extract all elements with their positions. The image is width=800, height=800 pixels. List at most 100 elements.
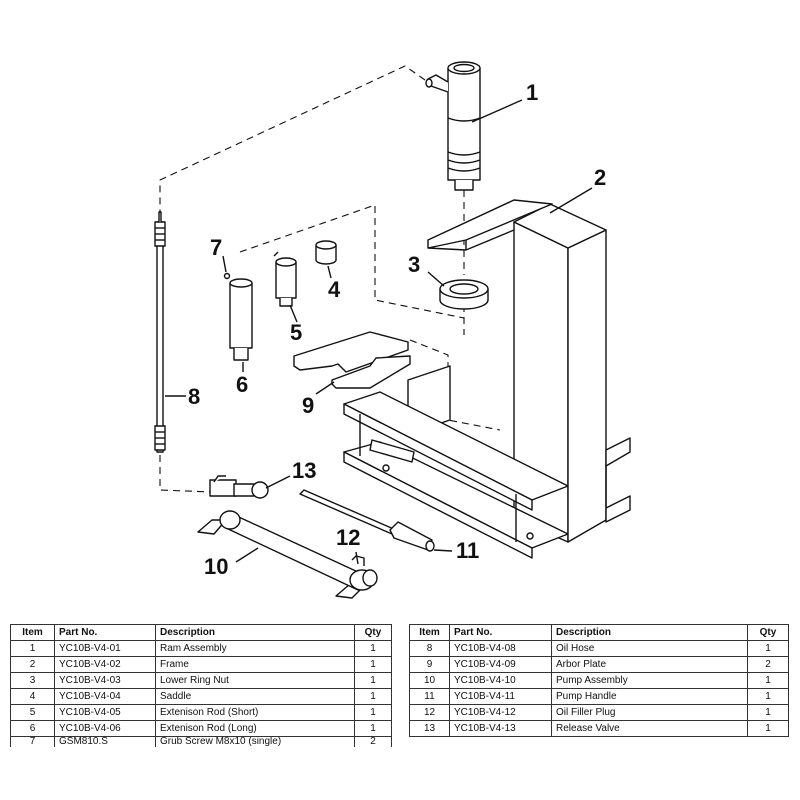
parts-table-left: Item Part No. Description Qty 1 YC10B-V4… [10, 624, 392, 747]
oil-hose [154, 211, 166, 453]
cell-description: Release Valve [551, 720, 748, 737]
cell-qty: 1 [747, 688, 789, 705]
extension-rod-long [229, 278, 253, 361]
extension-rod-short [273, 251, 297, 307]
ram-assembly [425, 61, 481, 191]
callout-5: 5 [290, 320, 302, 345]
cell-item: 1 [10, 640, 55, 657]
table-row: 5 YC10B-V4-05 Extenison Rod (Short) 1 [10, 704, 392, 721]
callout-1: 1 [526, 80, 538, 105]
cell-item: 13 [409, 720, 450, 737]
cell-qty: 1 [354, 656, 392, 673]
header-item: Item [409, 624, 450, 641]
pump-handle [299, 489, 435, 552]
cell-description: Oil Hose [551, 640, 748, 657]
callout-2: 2 [594, 165, 606, 190]
cell-description: Oil Filler Plug [551, 704, 748, 721]
cell-part-no: YC10B-V4-10 [449, 672, 552, 689]
cell-qty: 1 [354, 672, 392, 689]
header-description: Description [551, 624, 748, 641]
table-row: 11 YC10B-V4-11 Pump Handle 1 [409, 688, 789, 705]
table-row: 12 YC10B-V4-12 Oil Filler Plug 1 [409, 704, 789, 721]
cell-qty: 2 [354, 736, 392, 747]
cell-item: 7 [10, 736, 55, 747]
saddle [315, 240, 337, 265]
cell-item: 2 [10, 656, 55, 673]
cell-part-no: YC10B-V4-11 [449, 688, 552, 705]
callout-6: 6 [236, 372, 248, 397]
cell-description: Frame [155, 656, 355, 673]
cell-item: 9 [409, 656, 450, 673]
cell-part-no: YC10B-V4-08 [449, 640, 552, 657]
header-part-no: Part No. [449, 624, 552, 641]
cell-part-no: YC10B-V4-01 [54, 640, 156, 657]
table-row: 10 YC10B-V4-10 Pump Assembly 1 [409, 672, 789, 689]
cell-description: Extenison Rod (Long) [155, 720, 355, 737]
cell-item: 12 [409, 704, 450, 721]
cell-item: 4 [10, 688, 55, 705]
cell-description: Grub Screw M8x10 (single) [155, 736, 355, 747]
table-row: 13 YC10B-V4-13 Release Valve 1 [409, 720, 789, 737]
cell-qty: 1 [747, 704, 789, 721]
exploded-parts-diagram: 1 2 3 4 5 6 7 8 9 10 11 12 13 [154, 61, 631, 599]
callout-7: 7 [210, 235, 222, 260]
table-row: 1 YC10B-V4-01 Ram Assembly 1 [10, 640, 392, 657]
table-row: 2 YC10B-V4-02 Frame 1 [10, 656, 392, 673]
leader-lines [165, 99, 593, 565]
cell-item: 11 [409, 688, 450, 705]
callout-13: 13 [292, 458, 316, 483]
cell-part-no: YC10B-V4-03 [54, 672, 156, 689]
callout-4: 4 [328, 277, 341, 302]
grub-screw [223, 272, 231, 280]
parts-table-right: Item Part No. Description Qty 8 YC10B-V4… [409, 624, 789, 737]
cell-item: 5 [10, 704, 55, 721]
cell-qty: 1 [354, 704, 392, 721]
cell-description: Ram Assembly [155, 640, 355, 657]
header-qty: Qty [747, 624, 789, 641]
callout-12: 12 [336, 525, 360, 550]
cell-description: Pump Assembly [551, 672, 748, 689]
header-qty: Qty [354, 624, 392, 641]
header-part-no: Part No. [54, 624, 156, 641]
callout-10: 10 [204, 554, 228, 579]
cell-description: Saddle [155, 688, 355, 705]
callout-8: 8 [188, 384, 200, 409]
cell-part-no: YC10B-V4-02 [54, 656, 156, 673]
table-header-row: Item Part No. Description Qty [409, 624, 789, 641]
cell-qty: 1 [354, 720, 392, 737]
cell-description: Pump Handle [551, 688, 748, 705]
press-frame [427, 199, 631, 543]
table-row: 6 YC10B-V4-06 Extenison Rod (Long) 1 [10, 720, 392, 737]
callout-11: 11 [456, 538, 479, 563]
cell-description: Lower Ring Nut [155, 672, 355, 689]
cell-part-no: YC10B-V4-06 [54, 720, 156, 737]
cell-qty: 1 [354, 688, 392, 705]
cell-item: 3 [10, 672, 55, 689]
table-header-row: Item Part No. Description Qty [10, 624, 392, 641]
pump-assembly [197, 475, 378, 599]
cell-part-no: YC10B-V4-04 [54, 688, 156, 705]
header-description: Description [155, 624, 355, 641]
cell-item: 6 [10, 720, 55, 737]
callout-9: 9 [302, 393, 314, 418]
press-bed [343, 365, 569, 559]
cell-qty: 2 [747, 656, 789, 673]
table-row: 7 GSM810.S Grub Screw M8x10 (single) 2 [10, 736, 392, 747]
table-row: 4 YC10B-V4-04 Saddle 1 [10, 688, 392, 705]
cell-qty: 1 [354, 640, 392, 657]
cell-part-no: YC10B-V4-12 [449, 704, 552, 721]
cell-qty: 1 [747, 640, 789, 657]
cell-part-no: YC10B-V4-05 [54, 704, 156, 721]
table-row: 3 YC10B-V4-03 Lower Ring Nut 1 [10, 672, 392, 689]
table-row: 9 YC10B-V4-09 Arbor Plate 2 [409, 656, 789, 673]
header-item: Item [10, 624, 55, 641]
cell-qty: 1 [747, 720, 789, 737]
table-row: 8 YC10B-V4-08 Oil Hose 1 [409, 640, 789, 657]
cell-part-no: YC10B-V4-13 [449, 720, 552, 737]
cell-description: Extenison Rod (Short) [155, 704, 355, 721]
cell-item: 8 [409, 640, 450, 657]
arbor-plates [293, 331, 411, 389]
cell-part-no: YC10B-V4-09 [449, 656, 552, 673]
cell-description: Arbor Plate [551, 656, 748, 673]
cell-part-no: GSM810.S [54, 736, 156, 747]
